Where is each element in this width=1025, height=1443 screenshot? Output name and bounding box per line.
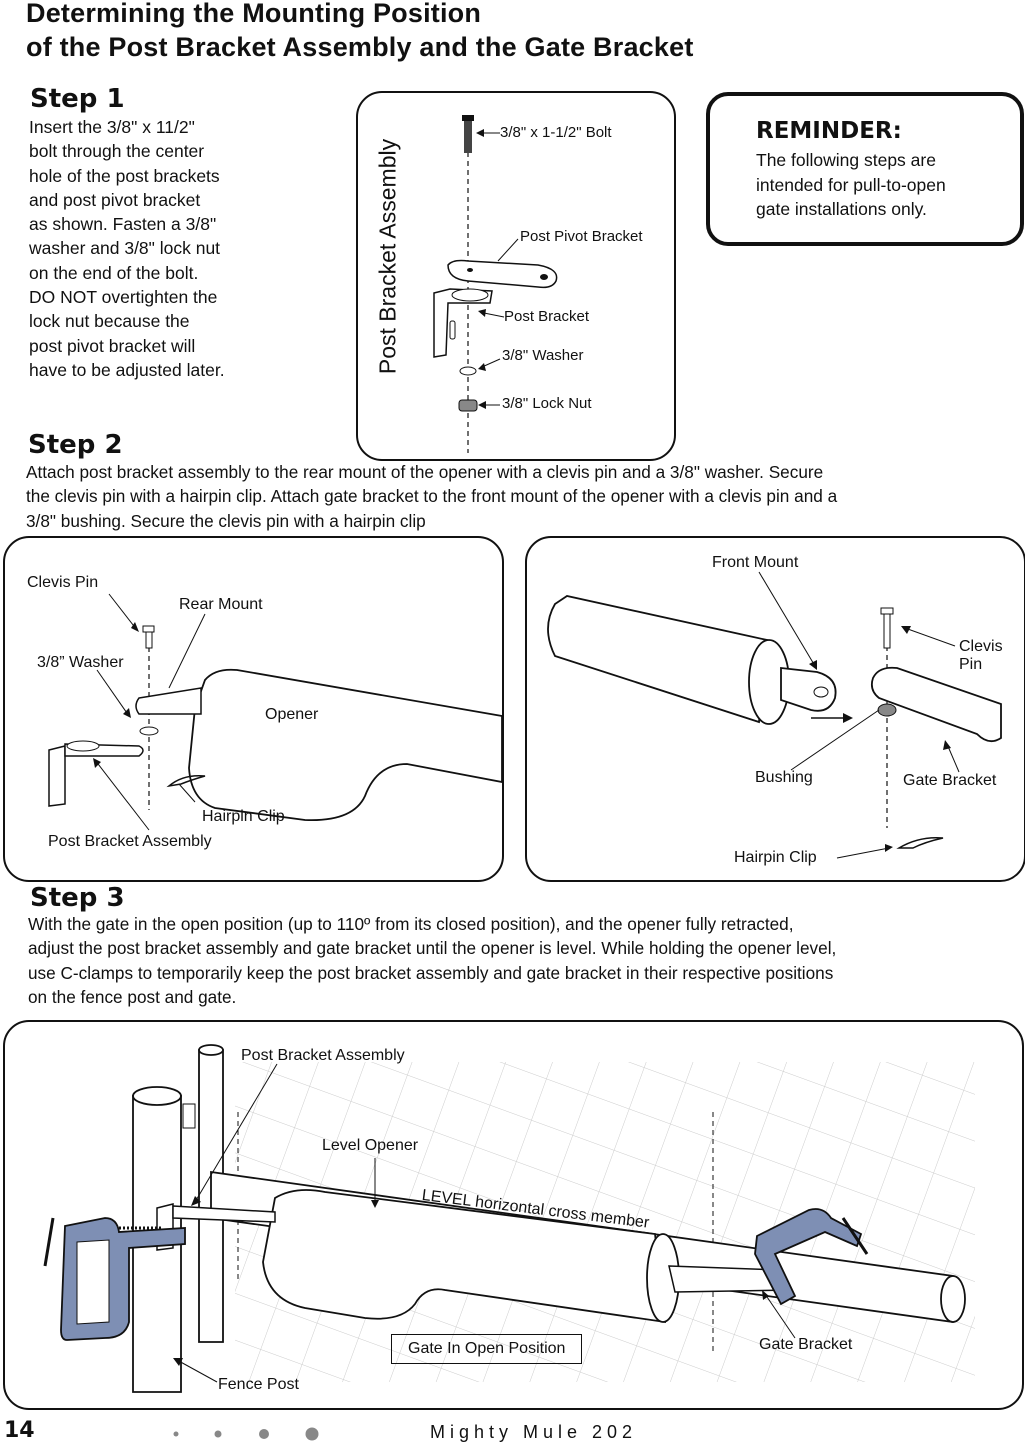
step3-heading: Step 3 [30,883,125,913]
bushing-label: Bushing [755,769,813,786]
step1-line: hole of the post brackets [29,165,220,186]
hairpin-clip-icon [166,774,206,788]
reminder-heading: REMINDER: [756,118,902,144]
post-bracket-assembly-diagram: Post Bracket Assembly 3/8" x 1-1/2" Bolt… [356,91,676,461]
step1-line: lock nut because the [29,311,190,332]
step2-text: Attach post bracket assembly to the rear… [26,460,1011,533]
c-clamp-icon [754,1208,863,1306]
step1-line: DO NOT overtighten the [29,287,218,308]
step2-line: 3/8" bushing. Secure the clevis pin with… [26,510,426,531]
step2-line: Attach post bracket assembly to the rear… [26,462,824,482]
post-bracket-assembly-label: Post Bracket Assembly [48,833,212,850]
step3-line: use C-clamps to temporarily keep the pos… [28,962,834,983]
step2-line: the clevis pin with a hairpin clip. Atta… [26,486,838,507]
step1-line: on the end of the bolt. [29,262,199,283]
washer-label: 3/8” Washer [37,654,124,671]
title-line-1: Determining the Mounting Position [26,0,482,28]
post-bracket-exploded-drawing [433,115,558,453]
gate-open-position-label: Gate In Open Position [391,1334,583,1364]
reminder-text: The following steps are intended for pul… [756,148,946,222]
front-mount-drawing [547,571,1002,859]
clevis-pin-icon [142,625,155,633]
washer-icon [139,726,159,736]
hairpin-clip-label: Hairpin Clip [734,849,817,866]
step1-text: Insert the 3/8" x 11/2" bolt through the… [29,115,349,382]
rear-mount-icon [135,687,202,715]
washer-icon [459,366,477,376]
fence-post-label: Fence Post [218,1376,299,1393]
post-pivot-bracket-icon [447,259,558,289]
rear-mount-drawing [48,593,503,831]
hairpin-clip-label: Hairpin Clip [202,808,285,825]
opener-label: Opener [265,706,319,723]
dot-icon [259,1429,269,1439]
dot-icon [305,1427,319,1441]
step3-line: adjust the post bracket assembly and gat… [28,938,837,959]
clevis-pin-label: Clevis Pin [27,574,99,591]
step3-line: With the gate in the open position (up t… [28,914,794,934]
level-opener-label: Level Opener [322,1137,419,1154]
page-number: 14 [4,1418,35,1443]
rear-mount-diagram: Clevis Pin Rear Mount 3/8” Washer Opener… [3,536,504,882]
gate-bracket-icon [870,666,1002,743]
clevis-pin-label-line2: Pin [959,656,983,673]
post-bracket-label: Post Bracket [504,308,590,325]
rear-mount-label: Rear Mount [179,596,263,613]
step1-line: bolt through the center [29,141,205,162]
step3-line: on the fence post and gate. [28,986,237,1007]
clevis-pin-label-line1: Clevis [959,638,1003,655]
title-line-2: of the Post Bracket Assembly and the Gat… [26,32,694,62]
reminder-line: gate installations only. [756,199,927,219]
reminder-line: intended for pull-to-open [756,174,946,195]
dot-icon [214,1430,222,1438]
opener-icon [262,1189,667,1324]
front-mount-icon [780,666,837,712]
level-opener-diagram: Post Bracket Assembly Level Opener LEVEL… [3,1020,1024,1410]
page-title: Determining the Mounting Position of the… [26,0,694,64]
reminder-box: REMINDER: The following steps are intend… [706,92,1024,246]
front-mount-label: Front Mount [712,554,799,571]
hairpin-clip-icon [896,836,944,849]
lock-nut-label: 3/8" Lock Nut [502,395,592,412]
gate-bracket-label: Gate Bracket [759,1336,853,1353]
opener-body-icon [188,668,503,821]
bolt-label: 3/8" x 1-1/2" Bolt [500,124,612,141]
bolt-head-icon [462,115,474,121]
lock-nut-icon [458,399,478,412]
bolt-shank-icon [464,121,472,153]
post-bracket-assembly-label: Post Bracket Assembly [241,1047,405,1064]
opener-tube-icon [547,595,768,724]
step3-text: With the gate in the open position (up t… [28,912,1018,1009]
reminder-line: The following steps are [756,150,936,170]
front-mount-diagram: Front Mount Clevis Pin Bushing Gate Brac… [525,536,1025,882]
product-name: Mighty Mule 202 [430,1422,638,1442]
step1-line: as shown. Fasten a 3/8" [29,214,217,235]
step1-line: have to be adjusted later. [29,359,225,380]
dot-icon [173,1431,179,1437]
gate-bracket-label: Gate Bracket [903,772,997,789]
washer-label: 3/8" Washer [502,347,584,364]
post-bracket-assembly-icon [48,745,66,807]
step1-line: post pivot bracket will [29,335,196,356]
level-opener-drawing [43,1044,975,1393]
step1-line: Insert the 3/8" x 11/2" [29,117,195,137]
clevis-pin-icon [880,607,894,615]
step1-heading: Step 1 [30,84,125,114]
post-pivot-bracket-label: Post Pivot Bracket [520,228,643,245]
step1-line: washer and 3/8" lock nut [29,238,221,259]
bushing-icon [877,703,897,717]
step2-heading: Step 2 [28,430,123,460]
step1-line: and post pivot bracket [29,189,201,210]
